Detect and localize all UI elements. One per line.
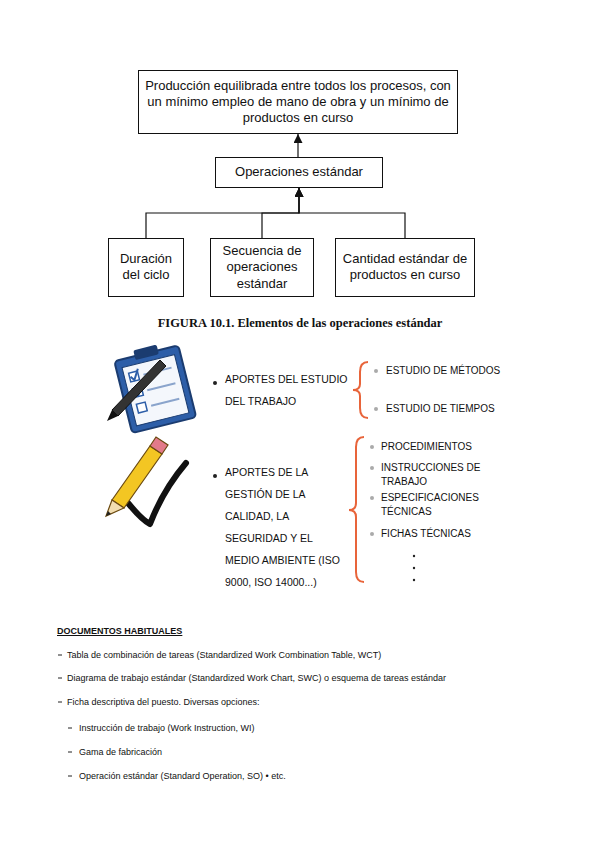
bullet: [213, 381, 217, 385]
dot: [413, 555, 415, 557]
pencil-eraser: [150, 437, 168, 454]
pen-body: [112, 360, 166, 416]
element-box: Duración del ciclo: [108, 238, 184, 297]
bullet-text: APORTES DE LA GESTIÓN DE LA CALIDAD, LA …: [225, 461, 349, 593]
item-markers: [370, 369, 378, 536]
goal-box: Producción equilibrada entre todos los p…: [138, 70, 458, 134]
brace: [353, 362, 368, 418]
bracket-item: ESTUDIO DE MÉTODOS: [386, 364, 586, 378]
list-dash: [58, 678, 62, 679]
connector-arrow: [299, 188, 405, 238]
item-marker: [370, 496, 374, 500]
item-marker: [370, 466, 374, 470]
pen-tip: [107, 410, 118, 421]
sub-list-item: Operación estándar (Standard Operation, …: [79, 770, 579, 782]
clipboard-clip: [133, 345, 159, 361]
dot: [413, 579, 415, 581]
list-dash: [58, 655, 62, 656]
bracket-item: PROCEDIMIENTOS: [381, 440, 531, 454]
bracket-item: FICHAS TÉCNICAS: [381, 527, 531, 541]
element-box: Secuencia de operaciones estándar: [210, 238, 314, 297]
clipboard-icon: [113, 340, 196, 434]
list-item: Tabla de combinación de tareas (Standard…: [67, 649, 587, 661]
dot: [413, 567, 415, 569]
section-heading: DOCUMENTOS HABITUALES: [57, 625, 357, 637]
bracket-item: ESTUDIO DE TIEMPOS: [386, 402, 586, 416]
connector-arrow: [297, 134, 298, 157]
box-text: Secuencia de operaciones estándar: [217, 243, 307, 292]
box-text: Producción equilibrada entre todos los p…: [145, 78, 451, 127]
box-text: Cantidad estándar de productos en curso: [342, 251, 468, 284]
sub-list-item: Gama de fabricación: [79, 746, 579, 758]
continuation-dots: [413, 555, 415, 581]
sub-list-item: Instrucción de trabajo (Work Instruction…: [79, 722, 579, 734]
item-marker: [374, 407, 378, 411]
box-text: Operaciones estándar: [235, 164, 363, 180]
pencil-check-icon: [106, 437, 186, 524]
box-text: Duración del ciclo: [115, 251, 177, 284]
figure-caption: FIGURA 10.1. Elementos de las operacione…: [120, 316, 480, 331]
central-box: Operaciones estándar: [215, 157, 383, 188]
list-item: Ficha descriptiva del puesto. Diversas o…: [67, 696, 587, 708]
element-box: Cantidad estándar de productos en curso: [335, 238, 475, 297]
list-dash: [68, 776, 72, 777]
connector-arrow: [262, 188, 299, 238]
list-dash: [68, 752, 72, 753]
list-dash: [58, 702, 62, 703]
brace: [349, 437, 364, 582]
item-marker: [370, 532, 374, 536]
pencil-lead: [106, 511, 111, 516]
bullet: [213, 474, 217, 478]
item-marker: [370, 445, 374, 449]
bracket-item: INSTRUCCIONES DE TRABAJO: [381, 461, 499, 489]
list-dash: [68, 728, 72, 729]
connector-arrow: [146, 188, 299, 238]
pencil-tip: [106, 500, 124, 516]
clipboard-board: [114, 345, 196, 433]
item-marker: [374, 369, 378, 373]
list-item: Diagrama de trabajo estándar (Standardiz…: [67, 672, 587, 684]
pencil-body: [112, 446, 162, 508]
bullet-text: APORTES DEL ESTUDIO DEL TRABAJO: [225, 368, 353, 412]
checkbox: [136, 402, 147, 413]
bracket-item: ESPECIFICACIONES TÉCNICAS: [381, 491, 499, 519]
pen-icon: [107, 360, 166, 421]
